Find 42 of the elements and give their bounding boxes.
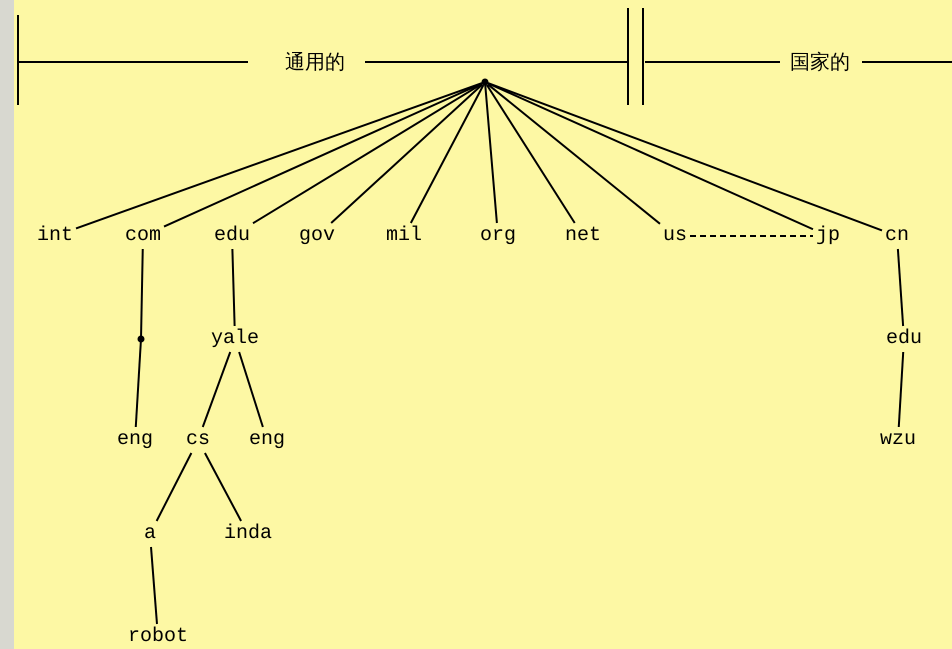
tree-branch-line	[238, 352, 264, 428]
domain-label: jp	[816, 226, 840, 246]
domain-label: robot	[128, 627, 188, 647]
tree-branch-line	[134, 342, 142, 428]
branch-point	[138, 336, 144, 342]
tree-branch-line	[898, 352, 904, 428]
domain-label: cn	[885, 226, 909, 246]
domain-label: edu	[214, 226, 250, 246]
tree-branch-line	[164, 82, 482, 228]
domain-label: a	[144, 524, 156, 544]
branch-point	[482, 78, 488, 86]
tree-branch-line	[410, 84, 484, 224]
tree-branch-line	[204, 452, 242, 522]
domain-label: wzu	[880, 430, 916, 450]
domain-label: us	[663, 226, 687, 246]
tree-branch-line	[202, 352, 232, 428]
tree-branch-line	[488, 82, 814, 230]
tree-branch-line	[330, 84, 483, 224]
tree-branch-line	[896, 248, 904, 326]
domain-label: eng	[117, 430, 153, 450]
domain-label: mil	[386, 226, 422, 246]
tree-branch-line	[488, 82, 882, 232]
tree-branch-line	[486, 84, 576, 224]
tree-branch-line	[140, 248, 144, 336]
tree-branch-line	[150, 546, 158, 624]
domain-label: gov	[299, 226, 335, 246]
tree-branch-line	[484, 84, 498, 224]
domain-label: edu	[886, 329, 922, 349]
tree-branch-line	[252, 82, 483, 224]
domain-label: net	[565, 226, 601, 246]
domain-label: inda	[224, 524, 272, 544]
domain-label: eng	[249, 430, 285, 450]
tree-branch-line	[487, 84, 661, 225]
domain-label: com	[125, 226, 161, 246]
domain-label: org	[480, 226, 516, 246]
dashed-connector	[690, 235, 813, 237]
domain-label: int	[37, 226, 73, 246]
domain-label: yale	[211, 329, 259, 349]
tree-branch-line	[76, 82, 482, 230]
tree-branch-line	[231, 248, 236, 326]
tree-branch-line	[156, 452, 192, 522]
domain-label: cs	[186, 430, 210, 450]
